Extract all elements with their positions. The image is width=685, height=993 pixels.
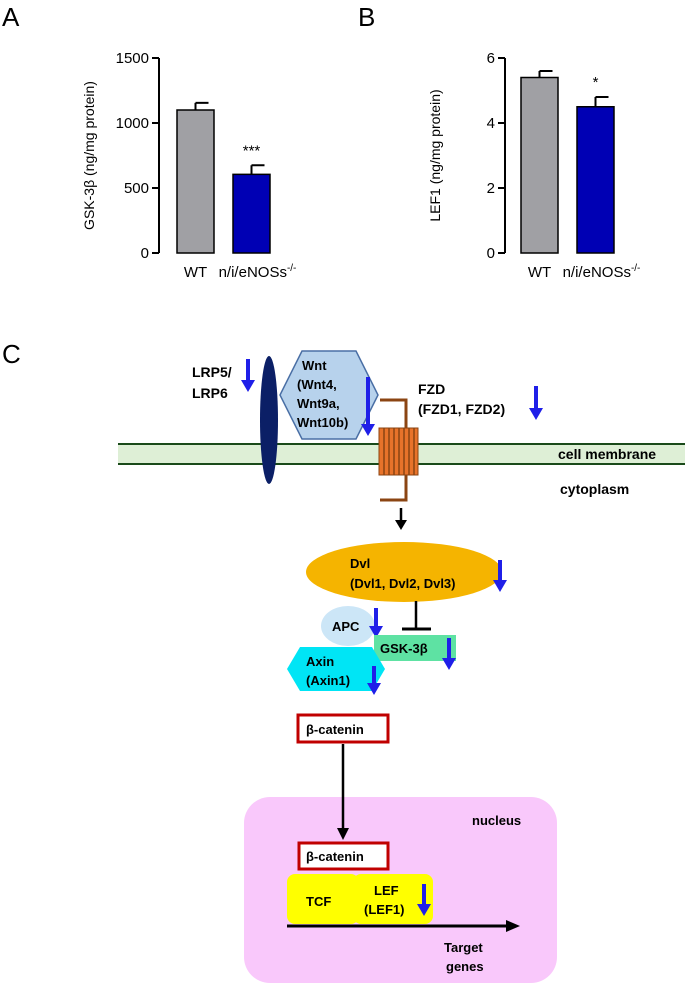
target-genes-line2: genes	[446, 959, 484, 974]
panel-letter-c: C	[2, 339, 21, 369]
beta-catenin-nucleus-label: β-catenin	[306, 849, 364, 864]
target-genes-line1: Target	[444, 940, 483, 955]
charta-y-axis-label: GSK-3β (ng/mg protein)	[81, 81, 97, 230]
wnt-ligand-hexagon	[279, 350, 379, 440]
charta-ytick-label: 1000	[116, 115, 149, 132]
wnt-label-line1: Wnt	[302, 358, 327, 373]
dvl-down-arrow-icon	[493, 560, 507, 592]
wnt-label-line4: Wnt10b)	[297, 415, 348, 430]
panel-letter-b: B	[358, 2, 375, 32]
dvl-label-line2: (Dvl1, Dvl2, Dvl3)	[350, 576, 456, 591]
cell-membrane-label: cell membrane	[558, 446, 656, 462]
translocation-arrow	[337, 744, 349, 840]
lef-box	[353, 874, 433, 924]
chartb-bar-knockout	[576, 106, 615, 254]
lef-down-arrow-icon	[417, 884, 431, 916]
fzd-receptor-shape	[378, 398, 419, 502]
cytoplasm-label: cytoplasm	[560, 481, 629, 497]
lrp-label-line1: LRP5/	[192, 364, 232, 380]
beta-catenin-nucleus-box	[297, 841, 390, 871]
chartb-significance: *	[593, 74, 599, 91]
gsk3b-down-arrow-icon	[442, 638, 456, 670]
dvl-ellipse	[306, 542, 502, 602]
axin-hexagon	[287, 647, 385, 691]
panel-letter-a: A	[2, 2, 20, 32]
apc-down-arrow-icon	[369, 608, 383, 638]
nucleus-label: nucleus	[472, 813, 521, 828]
charta-ytick-label: 500	[124, 180, 149, 197]
tcf-label: TCF	[306, 894, 331, 909]
wnt-down-arrow-icon	[361, 377, 375, 436]
axin-down-arrow-icon	[367, 666, 381, 695]
apc-ellipse	[321, 606, 375, 646]
lrp-down-arrow-icon	[241, 359, 255, 392]
lrp-label-line2: LRP6	[192, 385, 228, 401]
chartb-category-label: WT	[528, 264, 551, 281]
charta-bar-knockout	[232, 173, 271, 254]
chartb-ytick-label: 4	[487, 115, 495, 132]
transcription-arrow	[287, 920, 520, 932]
chartb-category-label: n/i/eNOSs-/-	[563, 263, 641, 281]
charta-ytick-label: 1500	[116, 50, 149, 67]
fzd-to-dvl-arrow	[395, 508, 407, 530]
beta-catenin-cytoplasm-label: β-catenin	[306, 722, 364, 737]
chartb-ytick-label: 6	[487, 50, 495, 67]
gsk3b-label: GSK-3β	[380, 641, 428, 656]
charta-category-label: n/i/eNOSs-/-	[219, 263, 297, 281]
axin-label-line1: Axin	[306, 654, 334, 669]
fzd-label-line1: FZD	[418, 381, 445, 397]
fzd-down-arrow-icon	[529, 386, 543, 420]
charta-significance: ***	[243, 142, 261, 159]
charta-bar-wt	[176, 109, 215, 254]
fzd-label-line2: (FZD1, FZD2)	[418, 401, 505, 417]
wnt-label-line3: Wnt9a,	[297, 396, 340, 411]
chartb-bar-wt	[520, 76, 559, 254]
charta-ytick-label: 0	[141, 245, 149, 262]
dvl-label-line1: Dvl	[350, 556, 370, 571]
chartb-ytick-label: 0	[487, 245, 495, 262]
chartb-ytick-label: 2	[487, 180, 495, 197]
gsk3b-box	[374, 635, 456, 661]
lrp-receptor-shape	[260, 356, 278, 484]
lef-label-line1: LEF	[374, 883, 399, 898]
axin-label-line2: (Axin1)	[306, 673, 350, 688]
pathway-diagram: cell membrane cytoplasm LRP5/ LRP6 Wnt (…	[118, 350, 685, 983]
apc-label: APC	[332, 619, 360, 634]
lef-label-line2: (LEF1)	[364, 902, 404, 917]
dvl-inhibits-gsk3b	[402, 601, 431, 631]
wnt-label-line2: (Wnt4,	[297, 377, 337, 392]
chartb-y-axis-label: LEF1 (ng/mg protein)	[427, 89, 443, 221]
beta-catenin-cytoplasm-box	[296, 713, 390, 744]
charta-category-label: WT	[184, 264, 207, 281]
tcf-box	[287, 874, 359, 924]
